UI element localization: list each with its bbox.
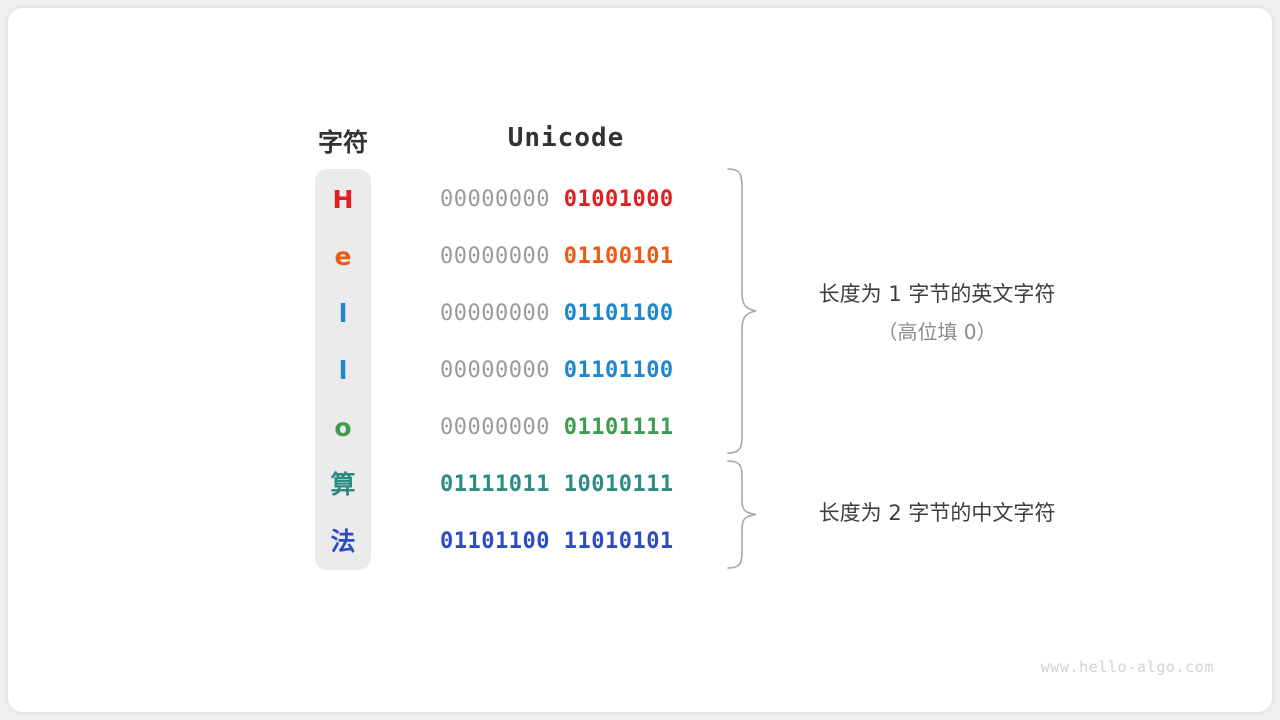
brace-chinese-group <box>727 460 757 569</box>
unicode-low-byte: 10010111 <box>563 472 674 497</box>
annotation-english-bytes: 长度为 1 字节的英文字符 （高位填 0） <box>792 278 1082 345</box>
unicode-low-byte: 01101100 <box>563 301 674 326</box>
unicode-low-byte: 01101100 <box>563 358 674 383</box>
watermark: www.hello-algo.com <box>1040 658 1214 676</box>
unicode-high-byte: 00000000 <box>440 301 550 326</box>
character-cell: l <box>338 356 348 385</box>
character-column-capsule <box>315 169 371 570</box>
unicode-low-byte: 01001000 <box>563 187 674 212</box>
unicode-high-byte: 01111011 <box>440 472 550 497</box>
unicode-high-byte: 00000000 <box>440 415 550 440</box>
unicode-high-byte: 01101100 <box>440 529 550 554</box>
brace-english-group <box>727 168 757 454</box>
unicode-binary-row: 00000000 01101100 <box>440 299 692 329</box>
column-header-character: 字符 <box>317 128 368 157</box>
unicode-binary-row: 00000000 01101111 <box>440 413 692 443</box>
character-cell: e <box>334 242 352 271</box>
character-cell: 算 <box>330 470 356 499</box>
character-cell: o <box>334 413 352 442</box>
unicode-binary-row: 00000000 01001000 <box>440 185 692 215</box>
character-cell: 法 <box>330 527 356 556</box>
unicode-binary-row: 00000000 01100101 <box>440 242 692 272</box>
annotation-chinese-bytes: 长度为 2 字节的中文字符 <box>792 497 1082 527</box>
unicode-low-byte: 01100101 <box>563 244 674 269</box>
unicode-high-byte: 00000000 <box>440 358 550 383</box>
unicode-binary-row: 00000000 01101100 <box>440 356 692 386</box>
unicode-low-byte: 01101111 <box>563 415 674 440</box>
unicode-high-byte: 00000000 <box>440 187 550 212</box>
unicode-high-byte: 00000000 <box>440 244 550 269</box>
column-header-unicode: Unicode <box>507 123 625 153</box>
annotation-english-text: 长度为 1 字节的英文字符 <box>818 282 1056 306</box>
unicode-binary-row: 01101100 11010101 <box>440 527 692 557</box>
character-cell: l <box>338 299 348 328</box>
unicode-low-byte: 11010101 <box>563 529 674 554</box>
character-cell: H <box>332 185 354 214</box>
annotation-chinese-text: 长度为 2 字节的中文字符 <box>818 501 1056 525</box>
annotation-english-subtext: （高位填 0） <box>877 320 997 344</box>
unicode-binary-row: 01111011 10010111 <box>440 470 692 500</box>
